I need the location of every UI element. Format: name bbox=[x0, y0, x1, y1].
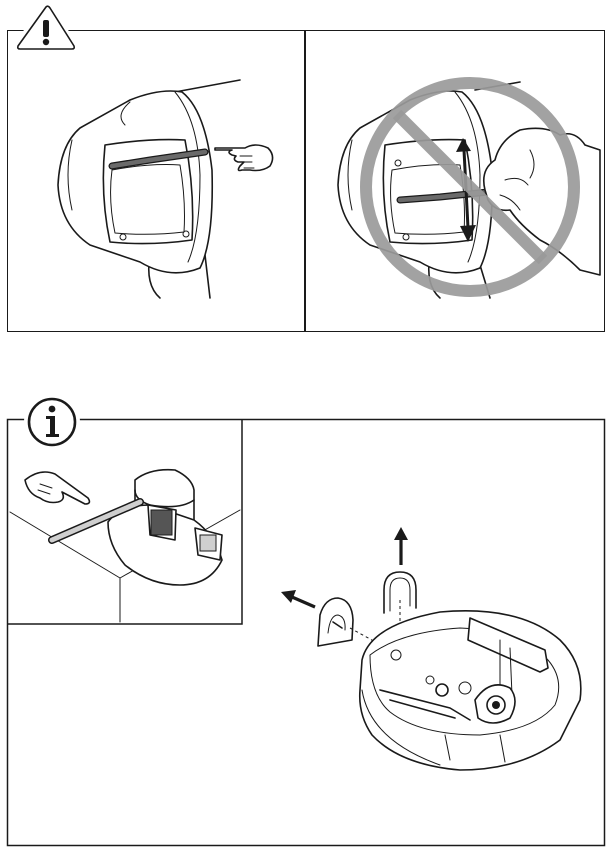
info-icon bbox=[24, 394, 80, 450]
mount-base-icon bbox=[358, 610, 582, 771]
warning-panel-divider bbox=[304, 30, 306, 332]
inset-panel-border bbox=[7, 419, 243, 625]
warning-triangle-icon bbox=[8, 0, 84, 52]
arrow-up-icon bbox=[394, 527, 408, 565]
cable-inset bbox=[48, 498, 144, 544]
clip-icon bbox=[383, 571, 417, 614]
pointing-hand-icon bbox=[214, 144, 274, 172]
camera-wall-mount-icon bbox=[107, 468, 223, 586]
cable-gasket-icon bbox=[317, 597, 354, 647]
info-section-frame bbox=[6, 418, 606, 847]
arrow-left-icon bbox=[281, 590, 316, 609]
pointing-hand-icon-inset bbox=[24, 471, 91, 505]
prohibition-icon bbox=[360, 77, 580, 297]
cable-left bbox=[108, 148, 209, 170]
camera-housing-left bbox=[57, 79, 241, 299]
